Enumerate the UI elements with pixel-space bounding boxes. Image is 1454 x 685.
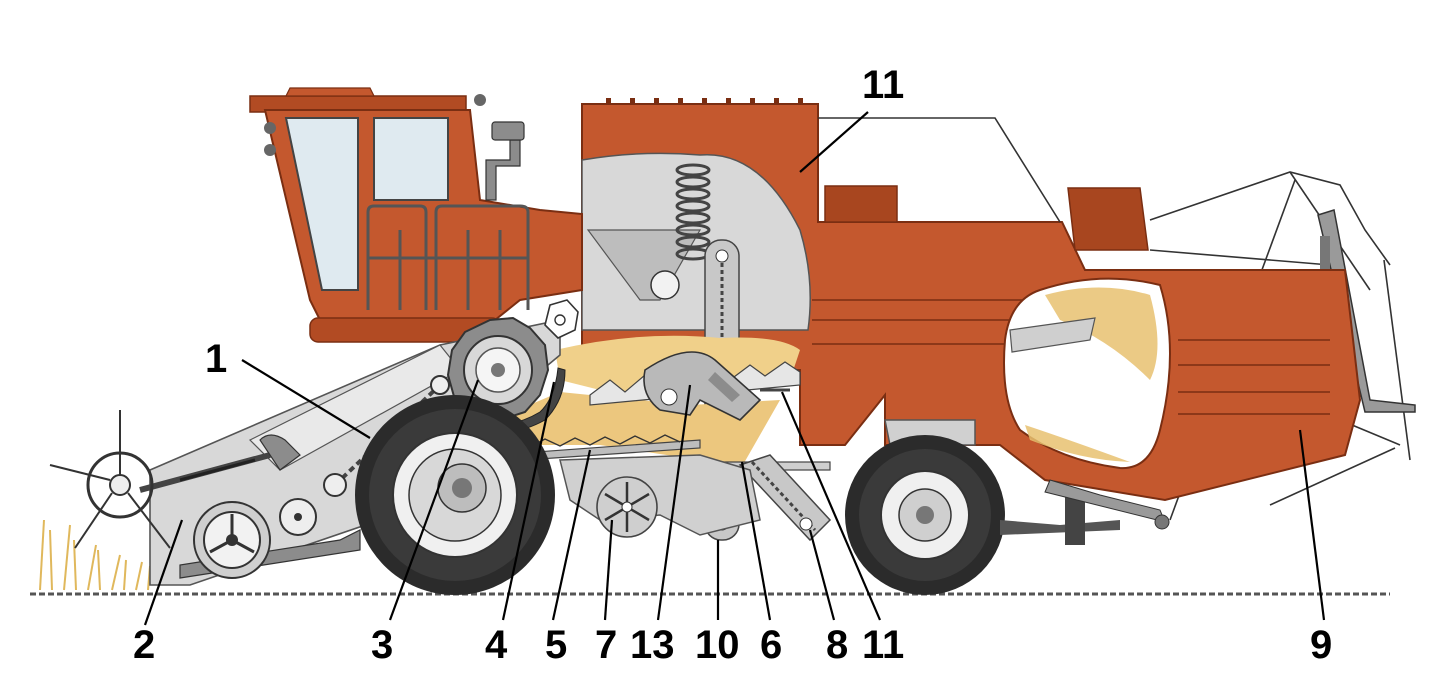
callout-2: 2 (133, 623, 155, 667)
callout-4: 4 (485, 623, 508, 667)
leader-11t (799, 111, 869, 173)
callout-9: 9 (1310, 623, 1332, 667)
callout-3: 3 (371, 623, 393, 667)
rear-linkage (1000, 479, 1170, 545)
callout-8: 8 (826, 623, 848, 667)
thresher-cutaway (581, 152, 811, 331)
operator-cab (249, 87, 583, 343)
leader-11b (780, 391, 882, 621)
leader-3 (388, 379, 480, 621)
callout-7: 7 (595, 623, 617, 667)
front-wheel (355, 395, 555, 595)
leader-9 (1298, 429, 1326, 621)
auger-housing (643, 351, 762, 421)
callout-6: 6 (760, 623, 782, 667)
crop-stubble (39, 519, 151, 591)
callout-13: 13 (630, 623, 675, 667)
reel (49, 410, 171, 549)
leader-5 (551, 449, 592, 621)
cleaning-fan (596, 476, 658, 538)
callout-11-top: 11 (862, 63, 904, 107)
leader-8 (808, 529, 836, 621)
rear-wheel (845, 435, 1005, 595)
callout-1: 1 (205, 337, 227, 381)
leader-7 (603, 519, 614, 621)
leader-lines (143, 111, 1326, 626)
grain-tank-cutaway (1003, 277, 1171, 470)
leader-2 (143, 519, 184, 626)
callout-10: 10 (695, 623, 740, 667)
leader-6 (740, 461, 772, 621)
rear-chute (1317, 209, 1416, 413)
callout-labels: 1 2 3 4 5 7 13 10 6 8 11 9 11 (133, 63, 1332, 667)
leader-4 (501, 381, 556, 621)
leader-13 (656, 384, 692, 621)
callout-5: 5 (545, 623, 567, 667)
callout-11-bottom: 11 (862, 623, 904, 667)
header-auger (193, 501, 271, 579)
leader-1 (241, 359, 371, 439)
tailings-elevator (738, 388, 832, 542)
